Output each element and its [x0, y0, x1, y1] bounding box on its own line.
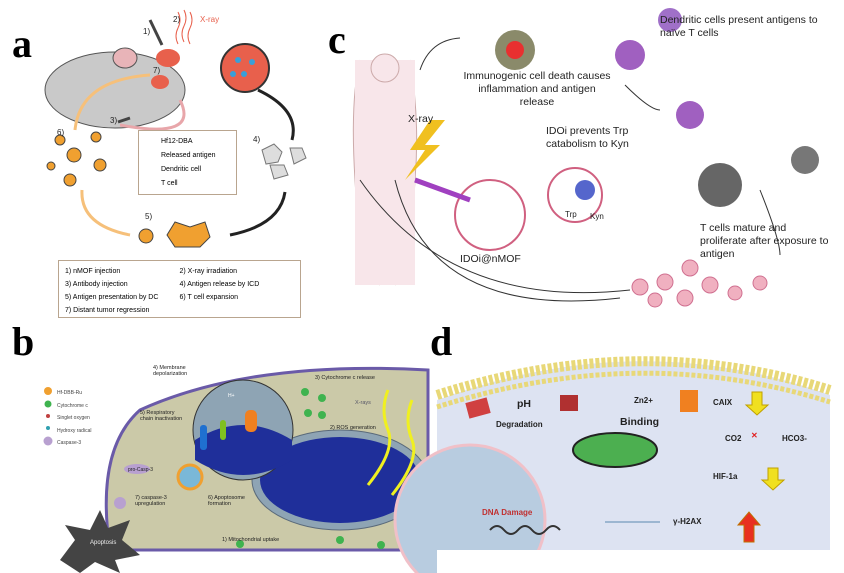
- dendritic-cell: [615, 40, 645, 70]
- steps-box-a: 1) nMOF injection 2) X-ray irradiation 3)…: [58, 260, 301, 318]
- hif-label: HIF-1a: [713, 472, 738, 481]
- legend-item: Released antigen: [161, 152, 216, 159]
- tumor-primary: [156, 49, 180, 67]
- mitochondrion-d: [572, 432, 658, 468]
- uptake-text: 1) Mitochondrial uptake: [222, 537, 280, 543]
- nanoparticle: [465, 397, 491, 419]
- tcell-text: T cells mature and proliferate after exp…: [700, 222, 829, 260]
- step-mark-3: 3): [110, 116, 118, 125]
- panel-label-d: d: [430, 319, 453, 364]
- icd-text: Immunogenic cell death causes inflammati…: [463, 70, 611, 108]
- caix-label: CAIX: [713, 398, 733, 407]
- hplus-text: H+: [228, 393, 235, 399]
- tumor-distant: [151, 75, 169, 89]
- xray-label-c: X-ray: [408, 113, 434, 125]
- legend-item: Cytochrome c: [57, 402, 88, 409]
- apoptosis-text: Apoptosis: [90, 540, 117, 546]
- dna-damage-label: DNA Damage: [482, 508, 533, 517]
- legend-item: Caspase-3: [57, 440, 82, 446]
- h2ax-label: γ-H2AX: [673, 517, 702, 526]
- step-text: 6) T cell expansion: [179, 294, 239, 301]
- panel-label-a: a: [12, 21, 32, 66]
- legend-a: Hf12-DBA Released antigen Dendritic cell…: [138, 130, 237, 195]
- kyn-label: Kyn: [590, 212, 604, 221]
- legend-item: T cell: [161, 180, 178, 187]
- step-text: 3) Antibody injection: [65, 281, 128, 288]
- step-mark-2: 2): [173, 15, 181, 24]
- mitochondrion-b: [260, 437, 420, 523]
- resp-text: 5) Respiratory chain inactivation: [140, 410, 183, 422]
- step-text: 2) X-ray irradiation: [179, 268, 238, 275]
- trp-label: Trp: [565, 210, 577, 219]
- nucleus: [393, 443, 547, 573]
- step-mark-4: 4): [253, 135, 261, 144]
- step-mark-5: 5): [145, 212, 153, 221]
- legend-item: Hf12-DBA: [161, 138, 193, 145]
- legend-b: Hf-DBB-Ru Cytochrome c Singlet oxygen Hy…: [57, 387, 91, 450]
- step-mark-6: 6): [57, 128, 65, 137]
- legend-item: Dendritic cell: [161, 166, 202, 173]
- blocked-icon: ✕: [751, 431, 758, 440]
- legend-item: Singlet oxygen: [57, 415, 90, 421]
- xrays-text: X-rays: [355, 400, 371, 406]
- idoi-text: IDOi prevents Trp catabolism to Kyn: [546, 125, 629, 150]
- hco3-label: HCO3-: [782, 434, 807, 443]
- apoptosome-text: 6) Apoptosome formation: [208, 495, 245, 507]
- casp-text: 7) caspase-3 upregulation: [135, 495, 167, 507]
- tumor-zoom: [220, 43, 270, 93]
- xray-label: X-ray: [200, 15, 220, 24]
- zn-label: Zn2+: [634, 396, 653, 405]
- dc-text: Dendritic cells present antigens to naïv…: [660, 14, 818, 39]
- binding-label: Binding: [620, 416, 660, 428]
- legend-item: Hf-DBB-Ru: [57, 390, 83, 396]
- step-mark-7: 7): [153, 66, 161, 75]
- step-text: 7) Distant tumor regression: [65, 307, 150, 314]
- panel-label-b: b: [12, 319, 35, 364]
- legend-item: Hydroxy radical: [57, 427, 92, 434]
- ros-text: 2) ROS generation: [330, 425, 376, 431]
- nmof-label: IDOi@nMOF: [460, 253, 521, 265]
- membrane-text: 4) Membrane depolarization: [153, 365, 188, 377]
- panel-label-c: c: [328, 17, 346, 62]
- ph-label: pH: [517, 398, 531, 410]
- nmof-circle: [454, 179, 526, 251]
- step-mark-1: 1): [143, 27, 151, 36]
- step-text: 1) nMOF injection: [65, 268, 121, 275]
- cytc-text: 3) Cytochrome c release: [315, 375, 375, 381]
- legend-b-icons: [43, 387, 53, 446]
- procasp-text: pro-Casp-3: [128, 467, 154, 473]
- lightning-icon: [405, 120, 445, 180]
- step-text: 4) Antigen release by ICD: [179, 281, 260, 288]
- step-text: 5) Antigen presentation by DC: [65, 294, 159, 301]
- co2-label: CO2: [725, 434, 742, 443]
- t-cell: [698, 163, 742, 207]
- apoptosis-shape: [60, 510, 140, 573]
- degraded-particle: [560, 395, 578, 411]
- degradation-label: Degradation: [496, 420, 543, 429]
